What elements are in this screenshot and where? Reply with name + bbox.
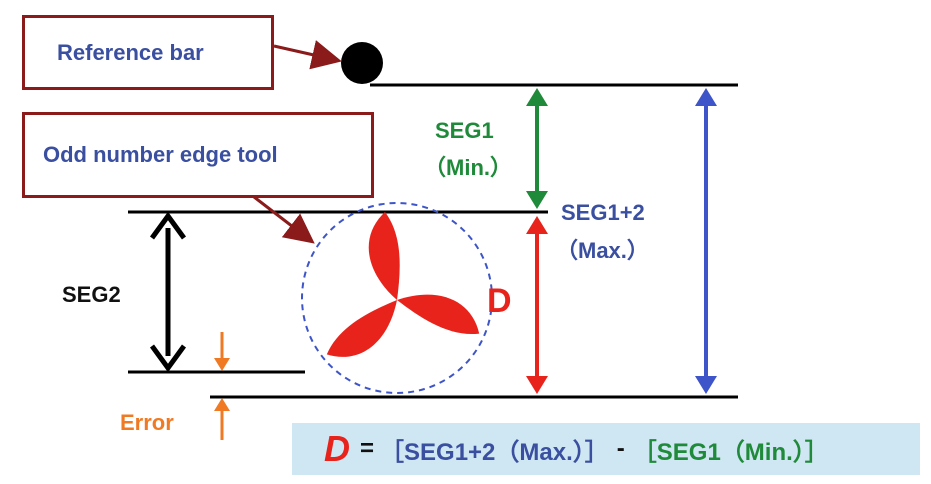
formula-seg1-min: ［SEG1（Min.）］: [632, 438, 829, 466]
formula-panel: D = ［SEG1+2（Max.）］ - ［SEG1（Min.）］: [292, 423, 920, 475]
seg1-min-label: （Min.）: [424, 155, 512, 180]
error-arrows: [214, 332, 230, 440]
seg1-label: SEG1: [435, 118, 494, 143]
seg12-arrow: [695, 88, 717, 394]
formula-d: D: [324, 428, 350, 469]
seg2-label: SEG2: [62, 282, 121, 307]
seg12-max-label: （Max.）: [556, 238, 649, 263]
tool-outline-circle: [301, 202, 493, 394]
edge-tool-callout-pointer: [244, 188, 315, 244]
d-arrow: [526, 216, 548, 394]
odd-edge-tool-callout: Odd number edge tool: [22, 112, 374, 198]
error-label: Error: [120, 410, 174, 435]
seg1-arrow: [526, 88, 548, 209]
reference-bar-label: Reference bar: [57, 39, 204, 65]
odd-edge-tool-label: Odd number edge tool: [43, 142, 278, 167]
reference-bar-callout: Reference bar: [22, 15, 274, 90]
formula-equals: =: [360, 435, 375, 462]
seg12-label: SEG1+2: [561, 200, 645, 225]
formula-minus: -: [616, 435, 625, 462]
reference-ball: [341, 42, 383, 84]
three-flute-tool-icon: [326, 212, 480, 357]
d-label: D: [487, 282, 512, 320]
seg2-arrow: [149, 211, 187, 373]
formula-seg12-max: ［SEG1+2（Max.）］: [380, 438, 609, 466]
reference-callout-pointer: [273, 40, 342, 70]
